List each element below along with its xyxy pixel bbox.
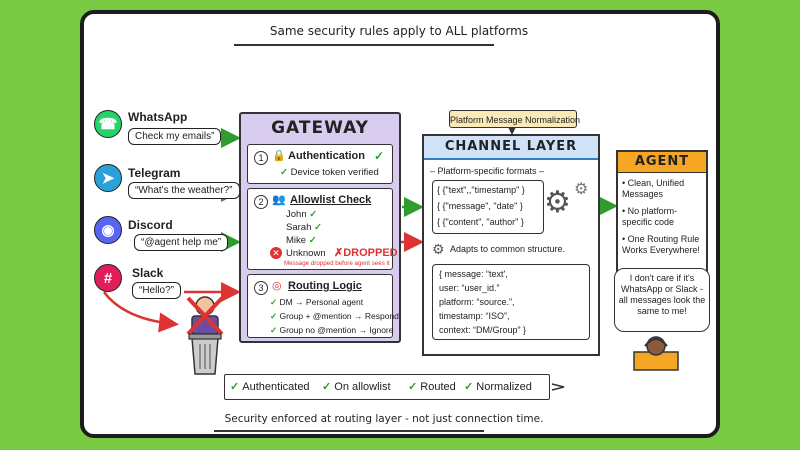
code-line: user: “user_id.” [439, 283, 500, 293]
allowed-user-john: John ✓ [286, 209, 318, 220]
routing-section: 3 ◎ Routing Logic ✓ DM → Personal agent … [247, 274, 399, 338]
auth-check-icon: ✓ [374, 149, 385, 163]
format-entry: { {"text",,"timestamp" } [437, 185, 525, 195]
allowed-user-sarah: Sarah ✓ [286, 222, 322, 233]
agent-speech-bubble: I don't care if it's WhatsApp or Slack -… [614, 268, 710, 332]
code-line: timestamp: “ISO”, [439, 311, 510, 321]
gateway-panel: GATEWAY 1 🔒 Authentication ✓ ✓ Device to… [239, 112, 401, 343]
formats-box: { {"text",,"timestamp" } { {"message", "… [432, 180, 544, 234]
format-entry: { {"message", "date" } [437, 201, 523, 211]
agent-title: AGENT [618, 152, 706, 173]
target-icon: ◎ [272, 280, 282, 292]
auth-detail: ✓ Device token verified [280, 167, 379, 178]
routing-title: Routing Logic [288, 280, 362, 292]
agent-avatar-icon [633, 336, 679, 371]
bottom-underline [214, 430, 484, 432]
slack-icon: # [94, 264, 122, 292]
adapts-text: Adapts to common structure. [450, 244, 566, 254]
reject-icon: ✕ [270, 247, 282, 259]
allowlist-title: Allowlist Check [290, 194, 372, 206]
step-number-3: 3 [254, 281, 268, 295]
routing-rule: ✓ DM → Personal agent [270, 297, 364, 307]
message-bubble-whatsapp: Check my emails” [128, 128, 222, 145]
telegram-icon: ➤ [94, 164, 122, 192]
agent-panel: AGENT • Clean, Unified Messages • No pla… [616, 150, 708, 276]
check-authenticated: ✓ Authenticated [230, 381, 310, 393]
message-bubble-slack: “Hello?” [132, 282, 182, 299]
routing-rule: ✓ Group no @mention → Ignore [270, 325, 394, 335]
message-bubble-discord: “@agent help me” [134, 234, 229, 251]
top-underline [234, 44, 494, 46]
channel-layer-title: CHANNEL LAYER [424, 136, 598, 160]
step-number-1: 1 [254, 151, 268, 165]
arrow-slack-drop [102, 291, 179, 333]
checks-banner [224, 374, 550, 400]
dropped-label: ✗DROPPED [334, 247, 398, 259]
routing-rule: ✓ Group + @mention → Respond [270, 311, 399, 321]
message-bubble-telegram: “What's the weather?” [128, 182, 240, 199]
auth-title: Authentication [288, 150, 365, 162]
code-line: context: “DM/Group” } [439, 325, 527, 335]
discord-icon: ◉ [94, 216, 122, 244]
people-icon: 👥 [272, 194, 286, 206]
format-entry: { {"content", "author" } [437, 217, 524, 227]
agent-benefit: • No platform-specific code [622, 206, 678, 227]
auth-section: 1 🔒 Authentication ✓ ✓ Device token veri… [247, 144, 393, 184]
lock-icon: 🔒 [272, 150, 286, 162]
unknown-user: Unknown [286, 248, 326, 259]
code-line: platform: “source.”, [439, 297, 515, 307]
step-number-2: 2 [254, 195, 268, 209]
check-normalized: ✓ Normalized [464, 381, 532, 393]
platform-name-telegram: Telegram [128, 166, 181, 180]
check-allowlist: ✓ On allowlist [322, 381, 391, 393]
dropped-note: Message dropped before agent sees it [284, 260, 390, 267]
top-caption: Same security rules apply to ALL platfor… [269, 24, 529, 38]
whatsapp-icon: ☎ [94, 110, 122, 138]
code-line: { message: “text', [439, 269, 508, 279]
platform-name-discord: Discord [128, 218, 173, 232]
platform-name-slack: Slack [132, 266, 164, 280]
normalization-label: Platform Message Normalization [449, 110, 580, 128]
formats-label: – Platform-specific formats – [430, 166, 545, 176]
bottom-caption: Security enforced at routing layer - not… [224, 413, 544, 425]
diagram-card: Same security rules apply to ALL platfor… [80, 10, 720, 438]
allowed-user-mike: Mike ✓ [286, 235, 317, 246]
check-routed: ✓ Routed [408, 381, 456, 393]
channel-layer-panel: CHANNEL LAYER – Platform-specific format… [422, 134, 600, 356]
arrow-checks [551, 383, 565, 391]
gateway-title: GATEWAY [271, 118, 369, 138]
small-gear-icon: ⚙ [574, 181, 589, 198]
gears-icon: ⚙ [544, 186, 571, 219]
trash-can-icon [186, 296, 224, 375]
unified-message-code: { message: “text', user: “user_id.” plat… [432, 264, 590, 340]
adapt-gear-icon: ⚙ [432, 241, 445, 257]
agent-benefit: • One Routing Rule Works Everywhere! [622, 234, 700, 255]
agent-benefit: • Clean, Unified Messages [622, 178, 685, 199]
platform-name-whatsapp: WhatsApp [128, 110, 188, 124]
allowlist-section: 2 👥 Allowlist Check John ✓ Sarah ✓ Mike … [247, 188, 398, 270]
